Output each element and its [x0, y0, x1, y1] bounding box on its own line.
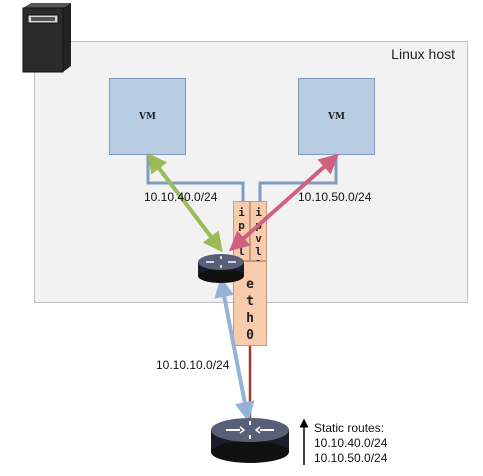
static-route-item: 10.10.50.0/24 — [314, 451, 388, 465]
vm1-traffic-arrow — [147, 152, 223, 253]
vm-label-2: VM — [328, 111, 345, 122]
server-icon — [22, 3, 71, 73]
static-routes-title: Static routes: — [314, 421, 385, 435]
uplink-subnet-label: 10.10.10.0/24 — [156, 358, 230, 372]
ipvl1-char: l — [255, 245, 262, 258]
vm1-subnet-label: 10.10.40.0/24 — [144, 190, 218, 204]
vm-label-1: VM — [139, 111, 156, 122]
physical-router-icon — [211, 418, 289, 463]
vm2-subnet-label: 10.10.50.0/24 — [298, 190, 372, 204]
uplink-traffic-arrow — [214, 277, 255, 422]
vm2-traffic-arrow — [229, 153, 339, 252]
vm-box-1: VM — [109, 78, 186, 155]
static-route-item: 10.10.40.0/24 — [314, 436, 388, 450]
static-routes-block: Static routes: 10.10.40.0/24 10.10.50.0/… — [314, 421, 387, 466]
linux-host-label: Linux host — [391, 46, 455, 62]
ipvl0-char: l — [238, 245, 245, 258]
virtual-router-icon — [198, 254, 244, 283]
